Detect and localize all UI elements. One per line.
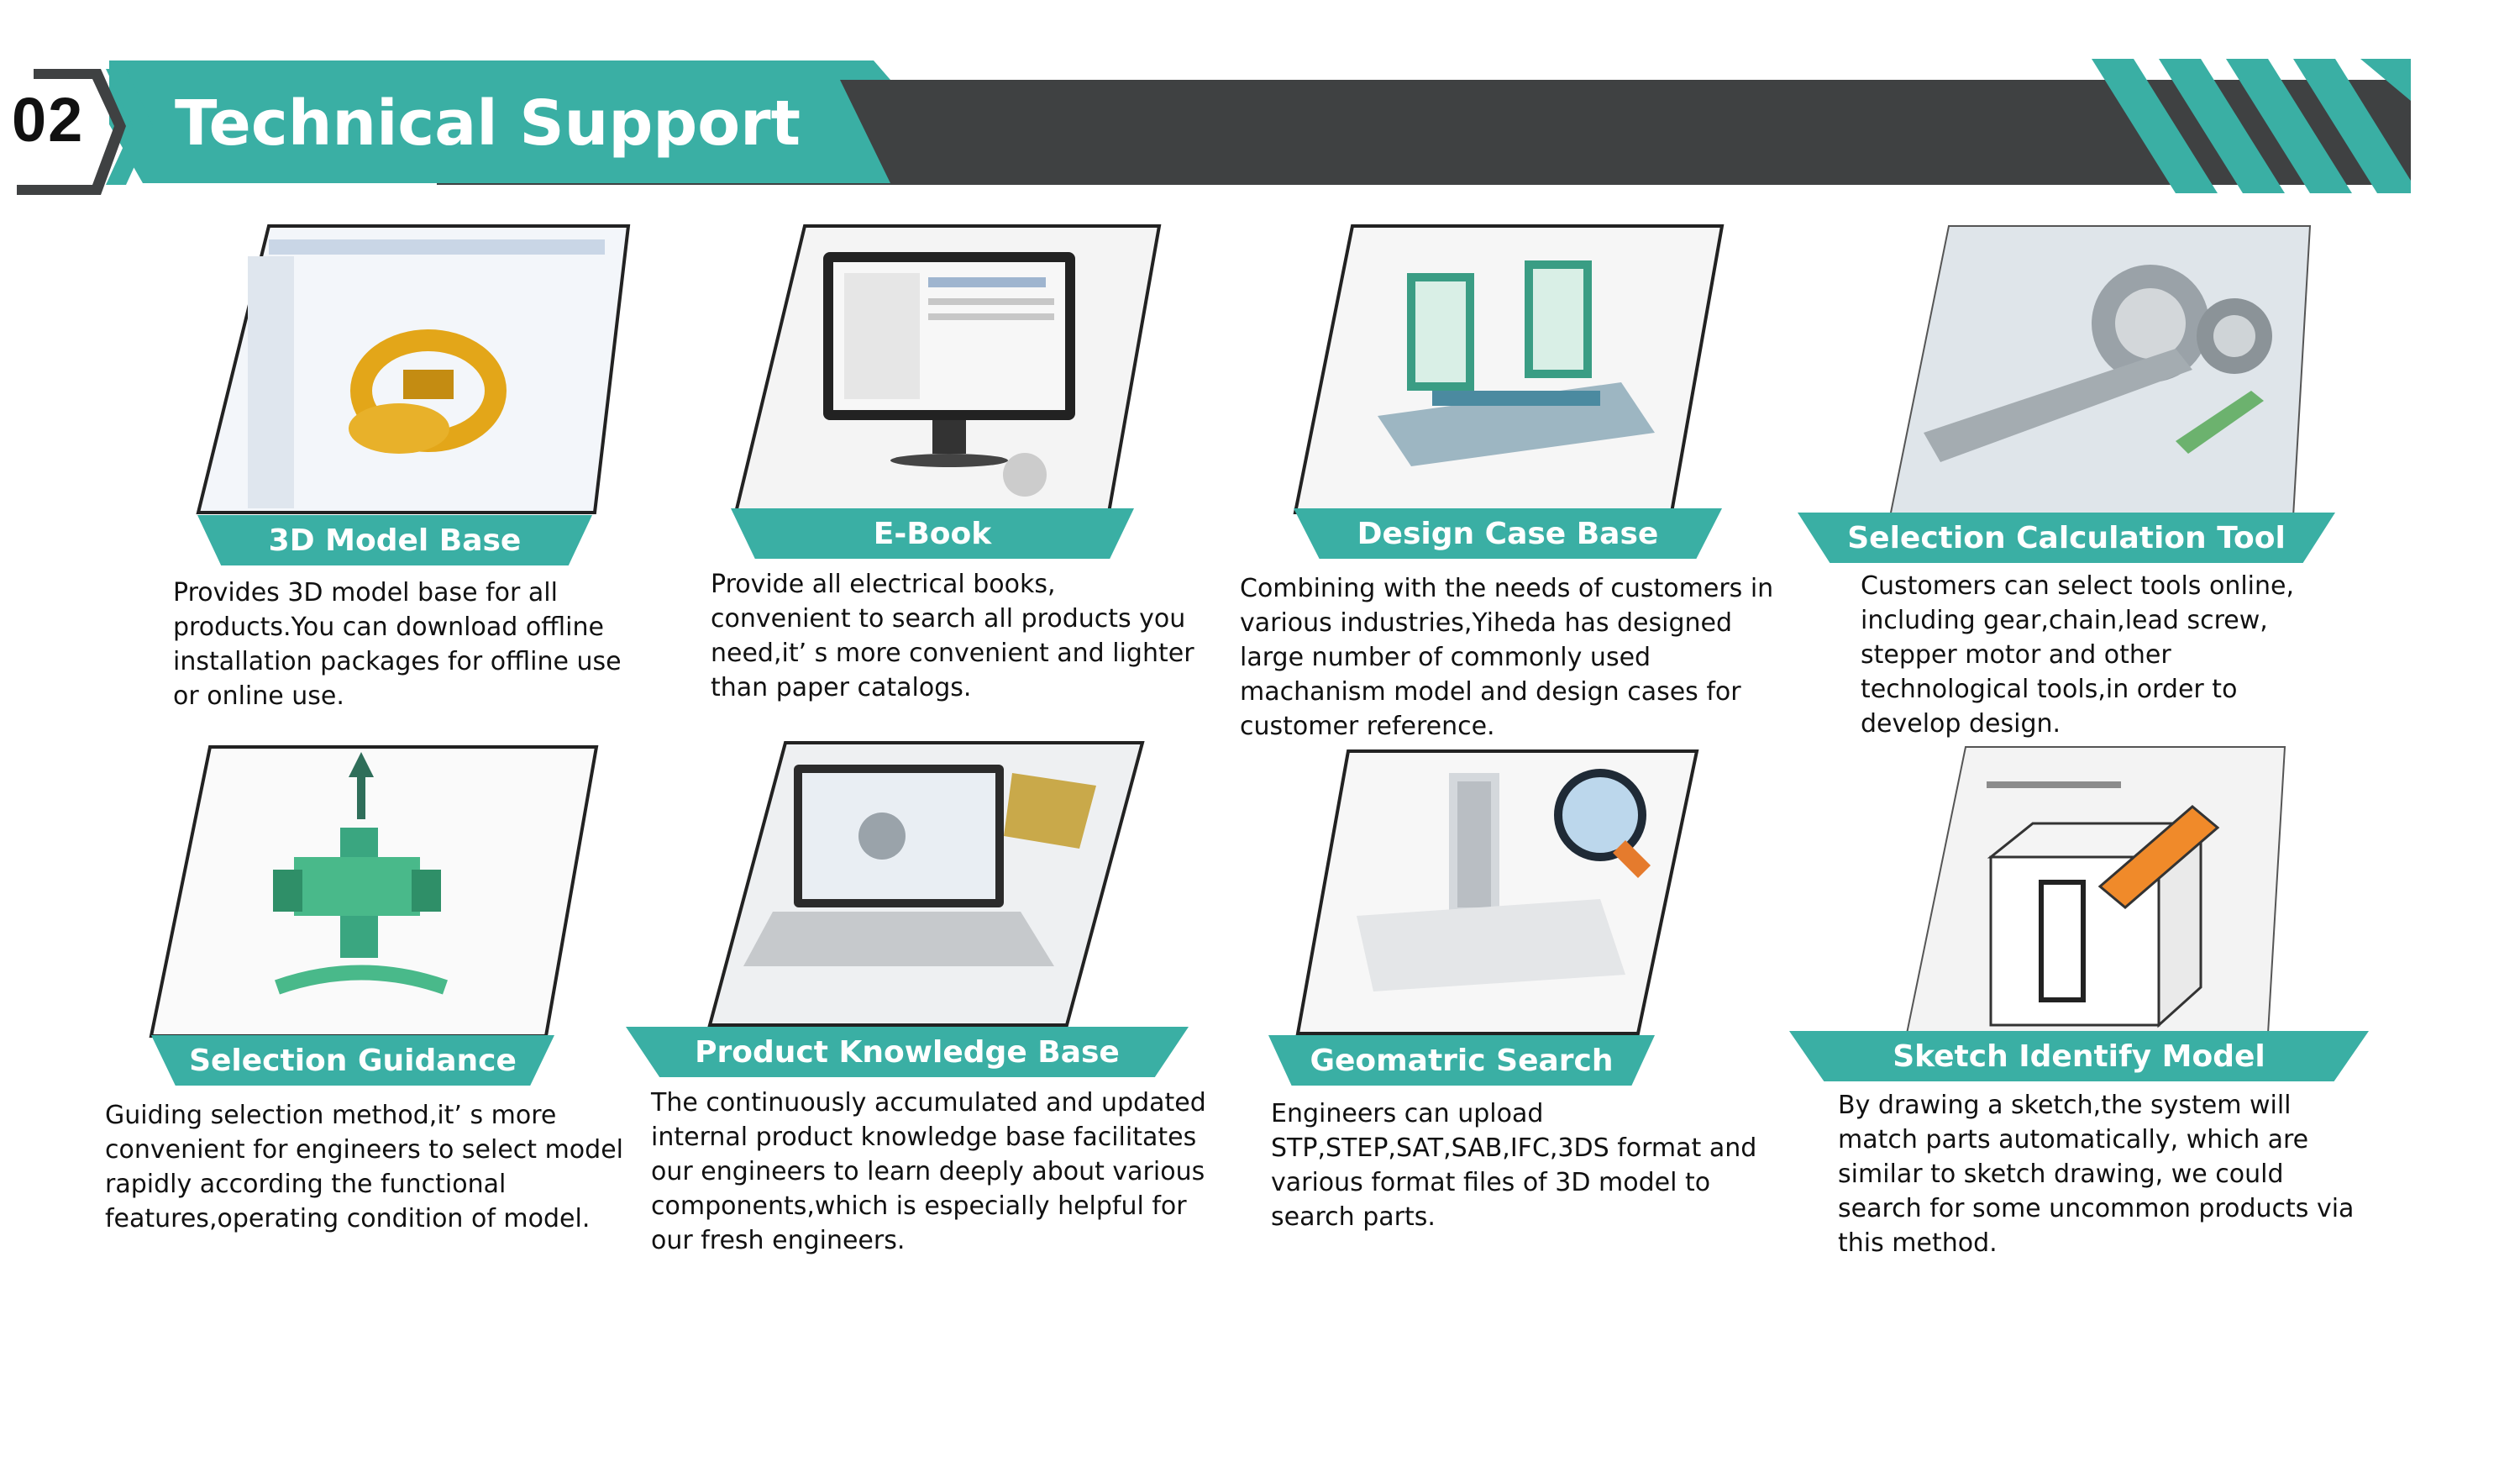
card-design-case-base: Design Case Base Combining with the need… — [1235, 223, 1806, 741]
card-label: Geomatric Search — [1268, 1035, 1655, 1086]
card-label: E-Book — [731, 508, 1134, 559]
ebook-icon — [733, 224, 1162, 514]
design-case-icon — [1293, 224, 1725, 514]
card-description: Provides 3D model base for all products.… — [173, 578, 622, 711]
card-description: Customers can select tools online, inclu… — [1861, 571, 2295, 739]
card-label: Selection Calculation Tool — [1798, 513, 2335, 563]
card-label: Product Knowledge Base — [626, 1027, 1189, 1077]
selection-guidance-icon — [149, 745, 599, 1038]
card-label: Selection Guidance — [151, 1035, 554, 1086]
card-description: Guiding selection method,it’ s more conv… — [105, 1101, 623, 1233]
card-product-knowledge-base: Product Knowledge Base The continuously … — [626, 739, 1231, 1277]
card-description: Combining with the needs of customers in… — [1240, 574, 1774, 741]
header-banner — [17, 59, 2411, 195]
page-title: Technical Support — [175, 87, 801, 160]
card-geomatric-search: Geomatric Search Engineers can upload ST… — [1264, 748, 1802, 1286]
teal-title-block — [109, 60, 890, 183]
card-description: By drawing a sketch,the system will matc… — [1838, 1091, 2355, 1258]
dark-bar — [437, 80, 2411, 185]
knowledge-base-icon — [707, 741, 1145, 1027]
stripes-decoration — [2092, 59, 2411, 193]
card-description: Engineers can upload STP,STEP,SAT,SAB,IF… — [1271, 1099, 1757, 1232]
section-number: 02 — [12, 85, 85, 155]
3d-model-icon — [196, 224, 631, 514]
card-e-book: E-Book Provide all electrical books, con… — [706, 223, 1201, 710]
card-label: 3D Model Base — [197, 515, 592, 565]
card-sketch-identify-model: Sketch Identify Model By drawing a sketc… — [1789, 744, 2377, 1281]
card-description: Provide all electrical books, convenient… — [711, 570, 1194, 702]
calculation-tool-icon — [1888, 225, 2312, 518]
card-description: The continuously accumulated and updated… — [651, 1088, 1206, 1255]
sketch-model-icon — [1905, 746, 2286, 1034]
geometric-search-icon — [1295, 749, 1699, 1035]
card-label: Sketch Identify Model — [1789, 1031, 2369, 1081]
card-3d-model-base: 3D Model Base Provides 3D model base for… — [168, 223, 638, 711]
card-selection-guidance: Selection Guidance Guiding selection met… — [101, 744, 655, 1281]
card-selection-calculation-tool: Selection Calculation Tool Customers can… — [1798, 223, 2352, 760]
card-label: Design Case Base — [1294, 508, 1722, 559]
number-chevron-teal — [106, 69, 153, 185]
